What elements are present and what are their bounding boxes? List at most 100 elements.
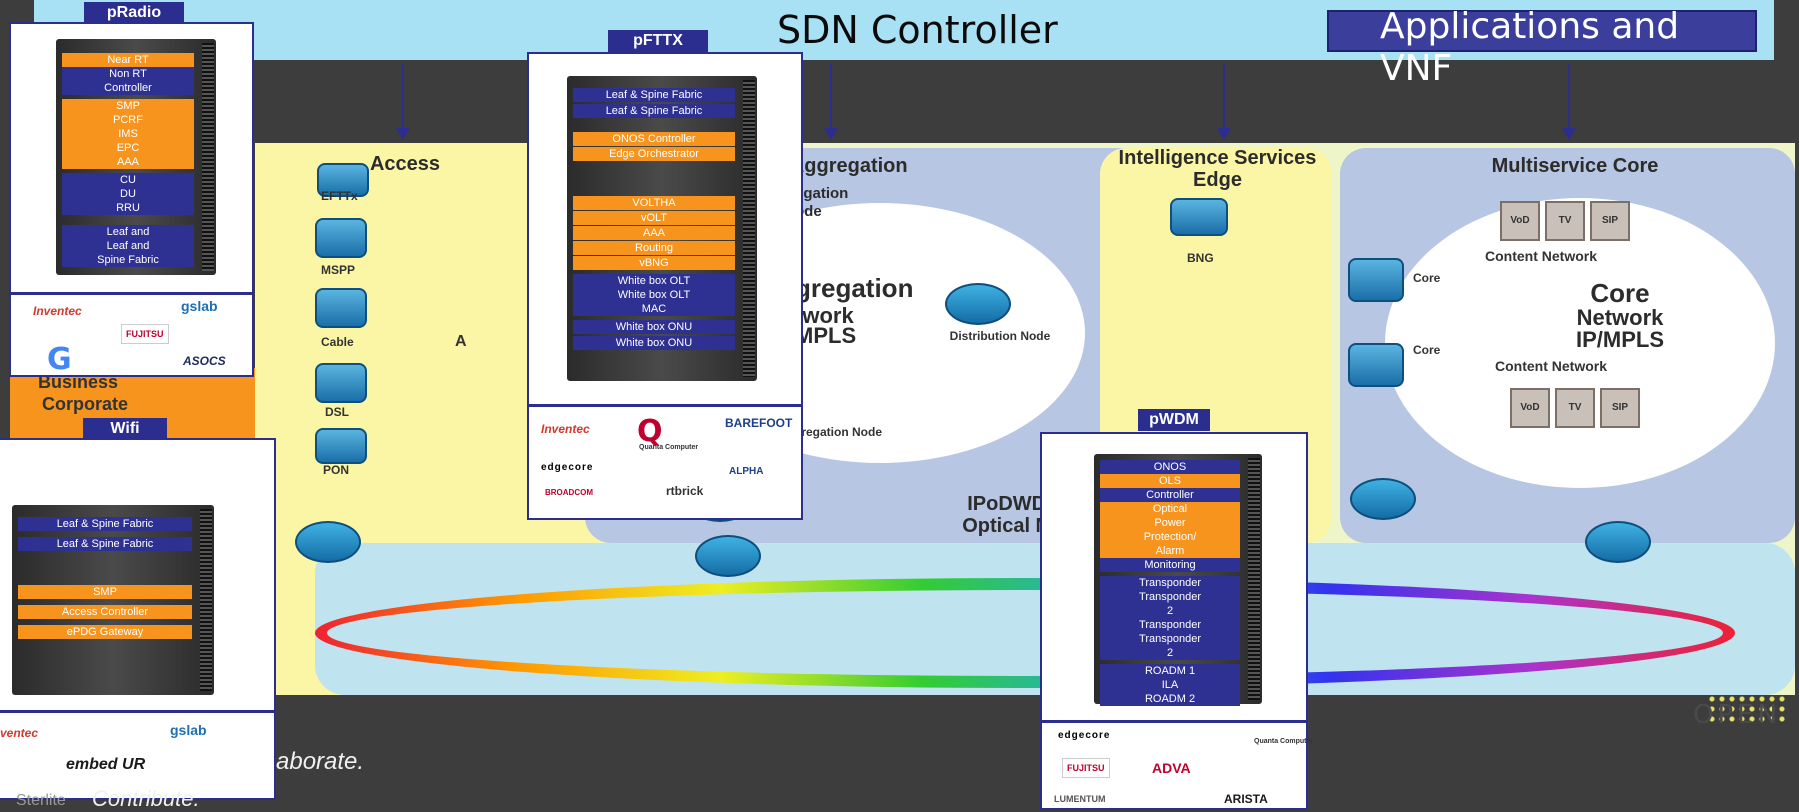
card-divider xyxy=(529,404,801,407)
wifi-rack: Leaf & Spine Fabric Leaf & Spine Fabric … xyxy=(12,505,214,695)
rack-row: PCRF xyxy=(62,113,194,127)
card-divider xyxy=(0,710,274,713)
open-logo: OPEN xyxy=(1693,700,1782,730)
optical-node-icon xyxy=(1350,478,1416,520)
applications-box xyxy=(1327,10,1757,52)
network-diagram: Access net Aggregation egation ode Intel… xyxy=(255,143,1795,695)
rack-row: vBNG xyxy=(573,256,735,270)
aggregation-network-label: gregation xyxy=(795,273,914,303)
tv-server-b-icon: TV xyxy=(1555,388,1595,428)
rack-row: AAA xyxy=(573,226,735,240)
rack-row: White box OLT xyxy=(573,288,735,302)
dsl-icon xyxy=(315,363,367,403)
zone-label-ise: Intelligence Services Edge xyxy=(1118,147,1317,191)
down-arrow xyxy=(1217,64,1231,140)
a-label: A xyxy=(455,333,467,350)
rack-row: Leaf and xyxy=(62,225,194,239)
asocs-logo: ASOCS xyxy=(183,354,226,368)
rack-row: White box OLT xyxy=(573,274,735,288)
inventec-logo: ventec xyxy=(0,726,39,740)
zone-label-core: Multiservice Core xyxy=(1491,155,1659,177)
rack-row: ILA xyxy=(1100,678,1240,692)
core-b-label: Core xyxy=(1413,343,1441,357)
inventec-logo: Inventec xyxy=(541,422,590,436)
rack-row: SMP xyxy=(62,99,194,113)
card-divider xyxy=(1042,720,1306,723)
zone-label-metro-node: egation xyxy=(795,185,849,202)
quanta-logo: Quanta Computer xyxy=(1254,738,1314,745)
down-arrow xyxy=(824,64,838,140)
cable-icon xyxy=(315,288,367,328)
embedur-logo: embed UR xyxy=(66,756,146,773)
fujitsu-logo: FUJITSU xyxy=(1062,758,1110,778)
bng-icon xyxy=(1170,198,1228,236)
efttx-label: EFTTx xyxy=(321,189,358,203)
pwdm-rack: ONOS OLS Controller Optical Power Protec… xyxy=(1094,454,1262,706)
content-network-b-label: Content Network xyxy=(1495,358,1607,374)
rack-row: Leaf & Spine Fabric xyxy=(18,517,192,531)
down-arrow xyxy=(1562,64,1576,140)
rack-row: Alarm xyxy=(1100,544,1240,558)
applications-title: Applications and VNF xyxy=(1380,6,1680,89)
adva-logo: ADVA xyxy=(1152,760,1191,776)
optical-label: IPoDWDM xyxy=(967,493,1063,515)
rack-row: Monitoring xyxy=(1100,558,1240,572)
rack-row: Leaf & Spine Fabric xyxy=(573,88,735,102)
mspp-label: MSPP xyxy=(321,263,356,277)
pwdm-card: ONOS OLS Controller Optical Power Protec… xyxy=(1040,432,1313,810)
rack-row: White box ONU xyxy=(573,320,735,334)
sterlite-text: Sterlite xyxy=(16,792,66,809)
rtbrick-logo: rtbrick xyxy=(666,484,704,498)
rack-row: Protection/ xyxy=(1100,530,1240,544)
wifi-card: Leaf & Spine Fabric Leaf & Spine Fabric … xyxy=(0,438,276,800)
rack-row: RRU xyxy=(62,201,194,215)
rack-row: Optical xyxy=(1100,502,1240,516)
rack-row: Transponder xyxy=(1100,632,1240,646)
open-logo-dots-icon xyxy=(1707,694,1787,724)
pfttx-tag: pFTTX xyxy=(608,30,708,52)
aggregation-network-label3: MPLS xyxy=(795,323,857,348)
dsl-label: DSL xyxy=(325,405,349,419)
card-divider xyxy=(11,292,252,295)
mspp-icon xyxy=(315,218,367,258)
quanta-logo: Quanta Computer xyxy=(639,444,699,451)
rack-row: Transponder xyxy=(1100,590,1240,604)
pradio-tag: pRadio xyxy=(84,2,184,24)
rack-row: vOLT xyxy=(573,211,735,225)
rack-row: Transponder xyxy=(1100,576,1240,590)
rack-row: ePDG Gateway xyxy=(18,625,192,639)
core-network-label2: Network xyxy=(1576,305,1664,330)
optical-node-icon xyxy=(295,521,361,563)
fujitsu-logo: FUJITSU xyxy=(121,324,169,344)
rack-row: AAA xyxy=(62,155,194,169)
contribute-text: Contribute. xyxy=(92,786,200,811)
sip-server-b-icon: SIP xyxy=(1600,388,1640,428)
gslab-logo: gslab xyxy=(181,298,218,314)
rack-row: DU xyxy=(62,187,194,201)
gslab-logo: gslab xyxy=(170,722,207,738)
rack-row: ROADM 1 xyxy=(1100,664,1240,678)
rack-row: Controller xyxy=(62,81,194,95)
lumentum-logo: LUMENTUM xyxy=(1054,794,1106,804)
aggregation-node-label: Aggregation Node xyxy=(778,425,882,439)
vod-server-b-icon: VoD xyxy=(1510,388,1550,428)
corporate-label: Corporate xyxy=(42,394,129,414)
efttx-switch-icon xyxy=(317,163,369,197)
zone-label-access: Access xyxy=(369,153,441,175)
rack-row: OLS xyxy=(1100,474,1240,488)
core-network-label: Core xyxy=(1590,278,1650,308)
collaborate-text: aborate. xyxy=(276,748,365,775)
core-router-a-icon xyxy=(1348,258,1404,302)
rack-row: 2 xyxy=(1100,646,1240,660)
aggregation-network-label2: twork xyxy=(795,303,854,328)
business-label: Business xyxy=(38,372,119,392)
core-cloud xyxy=(1385,198,1775,488)
arista-logo: ARISTA xyxy=(1224,792,1268,806)
rack-row: Access Controller xyxy=(18,605,192,619)
rack-row: CU xyxy=(62,173,194,187)
rack-row: Spine Fabric xyxy=(62,253,194,267)
rack-row: Transponder xyxy=(1100,618,1240,632)
rack-row: Non RT xyxy=(62,67,194,81)
rack-row: VOLTHA xyxy=(573,196,735,210)
pfttx-rack: Leaf & Spine Fabric Leaf & Spine Fabric … xyxy=(567,76,757,381)
